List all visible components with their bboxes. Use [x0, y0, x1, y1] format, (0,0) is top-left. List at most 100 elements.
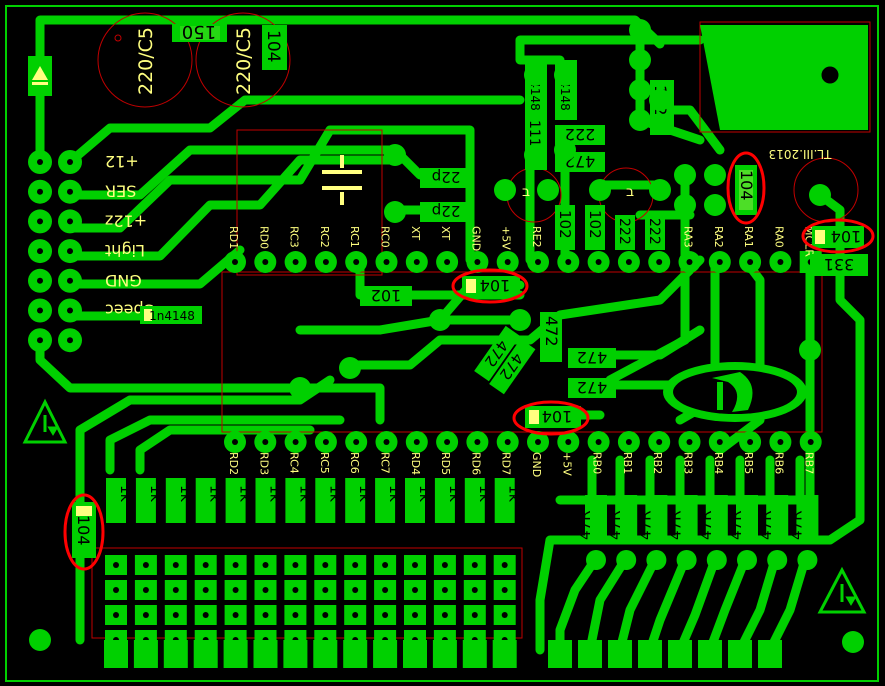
- resistor-1k-label: 1k: [147, 485, 163, 503]
- output-pad: [133, 640, 158, 668]
- resistor-47r-label: 47R: [636, 510, 654, 540]
- mcu-bottom-pads: [224, 431, 822, 453]
- resistor-47r-label: 47R: [787, 510, 805, 540]
- drill-hole: [113, 587, 119, 593]
- output-pad: [253, 640, 278, 668]
- svg-text:104: 104: [737, 170, 756, 201]
- mcu-pin-label-bottom: RC5: [318, 452, 331, 474]
- crystal-symbol: [322, 155, 362, 205]
- mcu-pin-label-bottom: RD7: [500, 452, 513, 475]
- via-pad: [646, 550, 667, 570]
- resistor-47r-label: 47R: [757, 510, 775, 540]
- drill-hole: [625, 259, 632, 265]
- drill-hole: [595, 259, 602, 265]
- mcu-pin-label-top: GND: [469, 226, 482, 251]
- mcu-pin-label-top: RC3: [288, 226, 301, 248]
- diode-left: [28, 56, 52, 96]
- components: 220/C5 220/C5 150 104 1n4148 1n4148 111: [22, 19, 868, 653]
- drill-hole: [747, 439, 754, 445]
- drill-hole: [535, 259, 541, 265]
- svg-text:104: 104: [480, 276, 511, 295]
- resistor-1k-label: 1k: [177, 485, 193, 503]
- mcu-pin-label-bottom: RB0: [591, 452, 604, 474]
- mcu-pin-label-top: XT: [439, 226, 452, 240]
- via-pad: [676, 550, 697, 570]
- resistor-1k-label: 1k: [326, 485, 342, 503]
- drill-hole: [747, 259, 754, 265]
- resistor-1k: [135, 478, 156, 523]
- highlight-rings: [63, 151, 875, 571]
- drill-hole: [535, 439, 541, 445]
- svg-text:102: 102: [556, 210, 574, 239]
- drill-hole: [413, 259, 420, 265]
- via-pad: [797, 550, 818, 570]
- capacitor-22p-a: 22p: [420, 168, 472, 188]
- output-pad: [638, 640, 662, 668]
- resistor-1k: [405, 478, 425, 523]
- resistor-1k-label: 1k: [267, 485, 283, 503]
- svg-text:222: 222: [565, 125, 596, 144]
- svg-text:111: 111: [526, 120, 542, 147]
- svg-text:ב: ב: [522, 184, 530, 200]
- drill-hole: [716, 439, 723, 445]
- drill-hole: [383, 439, 390, 445]
- logo: [663, 362, 807, 422]
- drill-hole: [656, 259, 663, 265]
- drill-hole: [501, 562, 508, 568]
- drill-hole: [67, 159, 73, 165]
- resistor-47r: [675, 495, 698, 543]
- resistor-47r: [615, 495, 638, 543]
- drill-hole: [353, 259, 360, 265]
- drill-hole: [353, 439, 360, 445]
- mcu-pin-label-bottom: RC7: [379, 452, 392, 474]
- drill-hole: [352, 612, 359, 618]
- svg-text:150: 150: [182, 21, 216, 42]
- mcu-pin-label-bottom: RB5: [742, 452, 755, 474]
- warning-triangle-right: [817, 566, 867, 614]
- resistor-331: 331: [810, 254, 868, 276]
- mcu-pin-label-bottom: RD6: [469, 452, 482, 475]
- resistor-472-h2: 472: [568, 378, 616, 398]
- drill-hole: [113, 612, 119, 618]
- svg-text:222: 222: [616, 218, 632, 245]
- mcu-pin-label-bottom: GND: [530, 452, 543, 477]
- drill-hole: [383, 259, 390, 265]
- drill-hole: [292, 562, 299, 568]
- resistor-47r: [585, 495, 607, 543]
- output-pad: [698, 640, 722, 668]
- mcu-pin-label-top: RA0: [772, 226, 785, 248]
- resistor-1k: [434, 478, 455, 523]
- resistor-1k: [494, 478, 515, 523]
- drill-hole: [202, 562, 209, 568]
- drill-hole: [67, 218, 73, 225]
- output-pad: [373, 640, 398, 668]
- mcu-pin-label-bottom: RB2: [651, 452, 664, 474]
- drill-hole: [67, 337, 73, 344]
- svg-text:22p: 22p: [432, 168, 461, 186]
- drill-hole: [412, 562, 418, 568]
- svg-text:331: 331: [824, 255, 855, 274]
- mcu-pin-label-bottom: RB7: [803, 452, 816, 474]
- drill-hole: [441, 587, 448, 593]
- output-pad: [432, 640, 457, 668]
- resistor-1k: [195, 478, 216, 523]
- resistor-150: 150: [172, 21, 227, 42]
- resistor-1k: [225, 478, 246, 523]
- mcu-pin-label-bottom: RC4: [288, 452, 301, 474]
- capacitor-104-ra: 104: [735, 165, 757, 215]
- drill-hole: [471, 587, 478, 593]
- drill-hole: [232, 439, 238, 445]
- drill-hole: [262, 259, 269, 265]
- output-pad: [163, 640, 188, 668]
- svg-text:220/C5: 220/C5: [233, 27, 255, 95]
- drill-hole: [232, 587, 239, 593]
- drill-hole: [807, 439, 814, 445]
- drill-hole: [565, 439, 572, 445]
- drill-hole: [202, 587, 209, 593]
- resistor-1k-label: 1k: [416, 485, 432, 503]
- resistor-111: 111: [526, 120, 542, 147]
- mcu-pin-label-top: RC0: [379, 226, 392, 248]
